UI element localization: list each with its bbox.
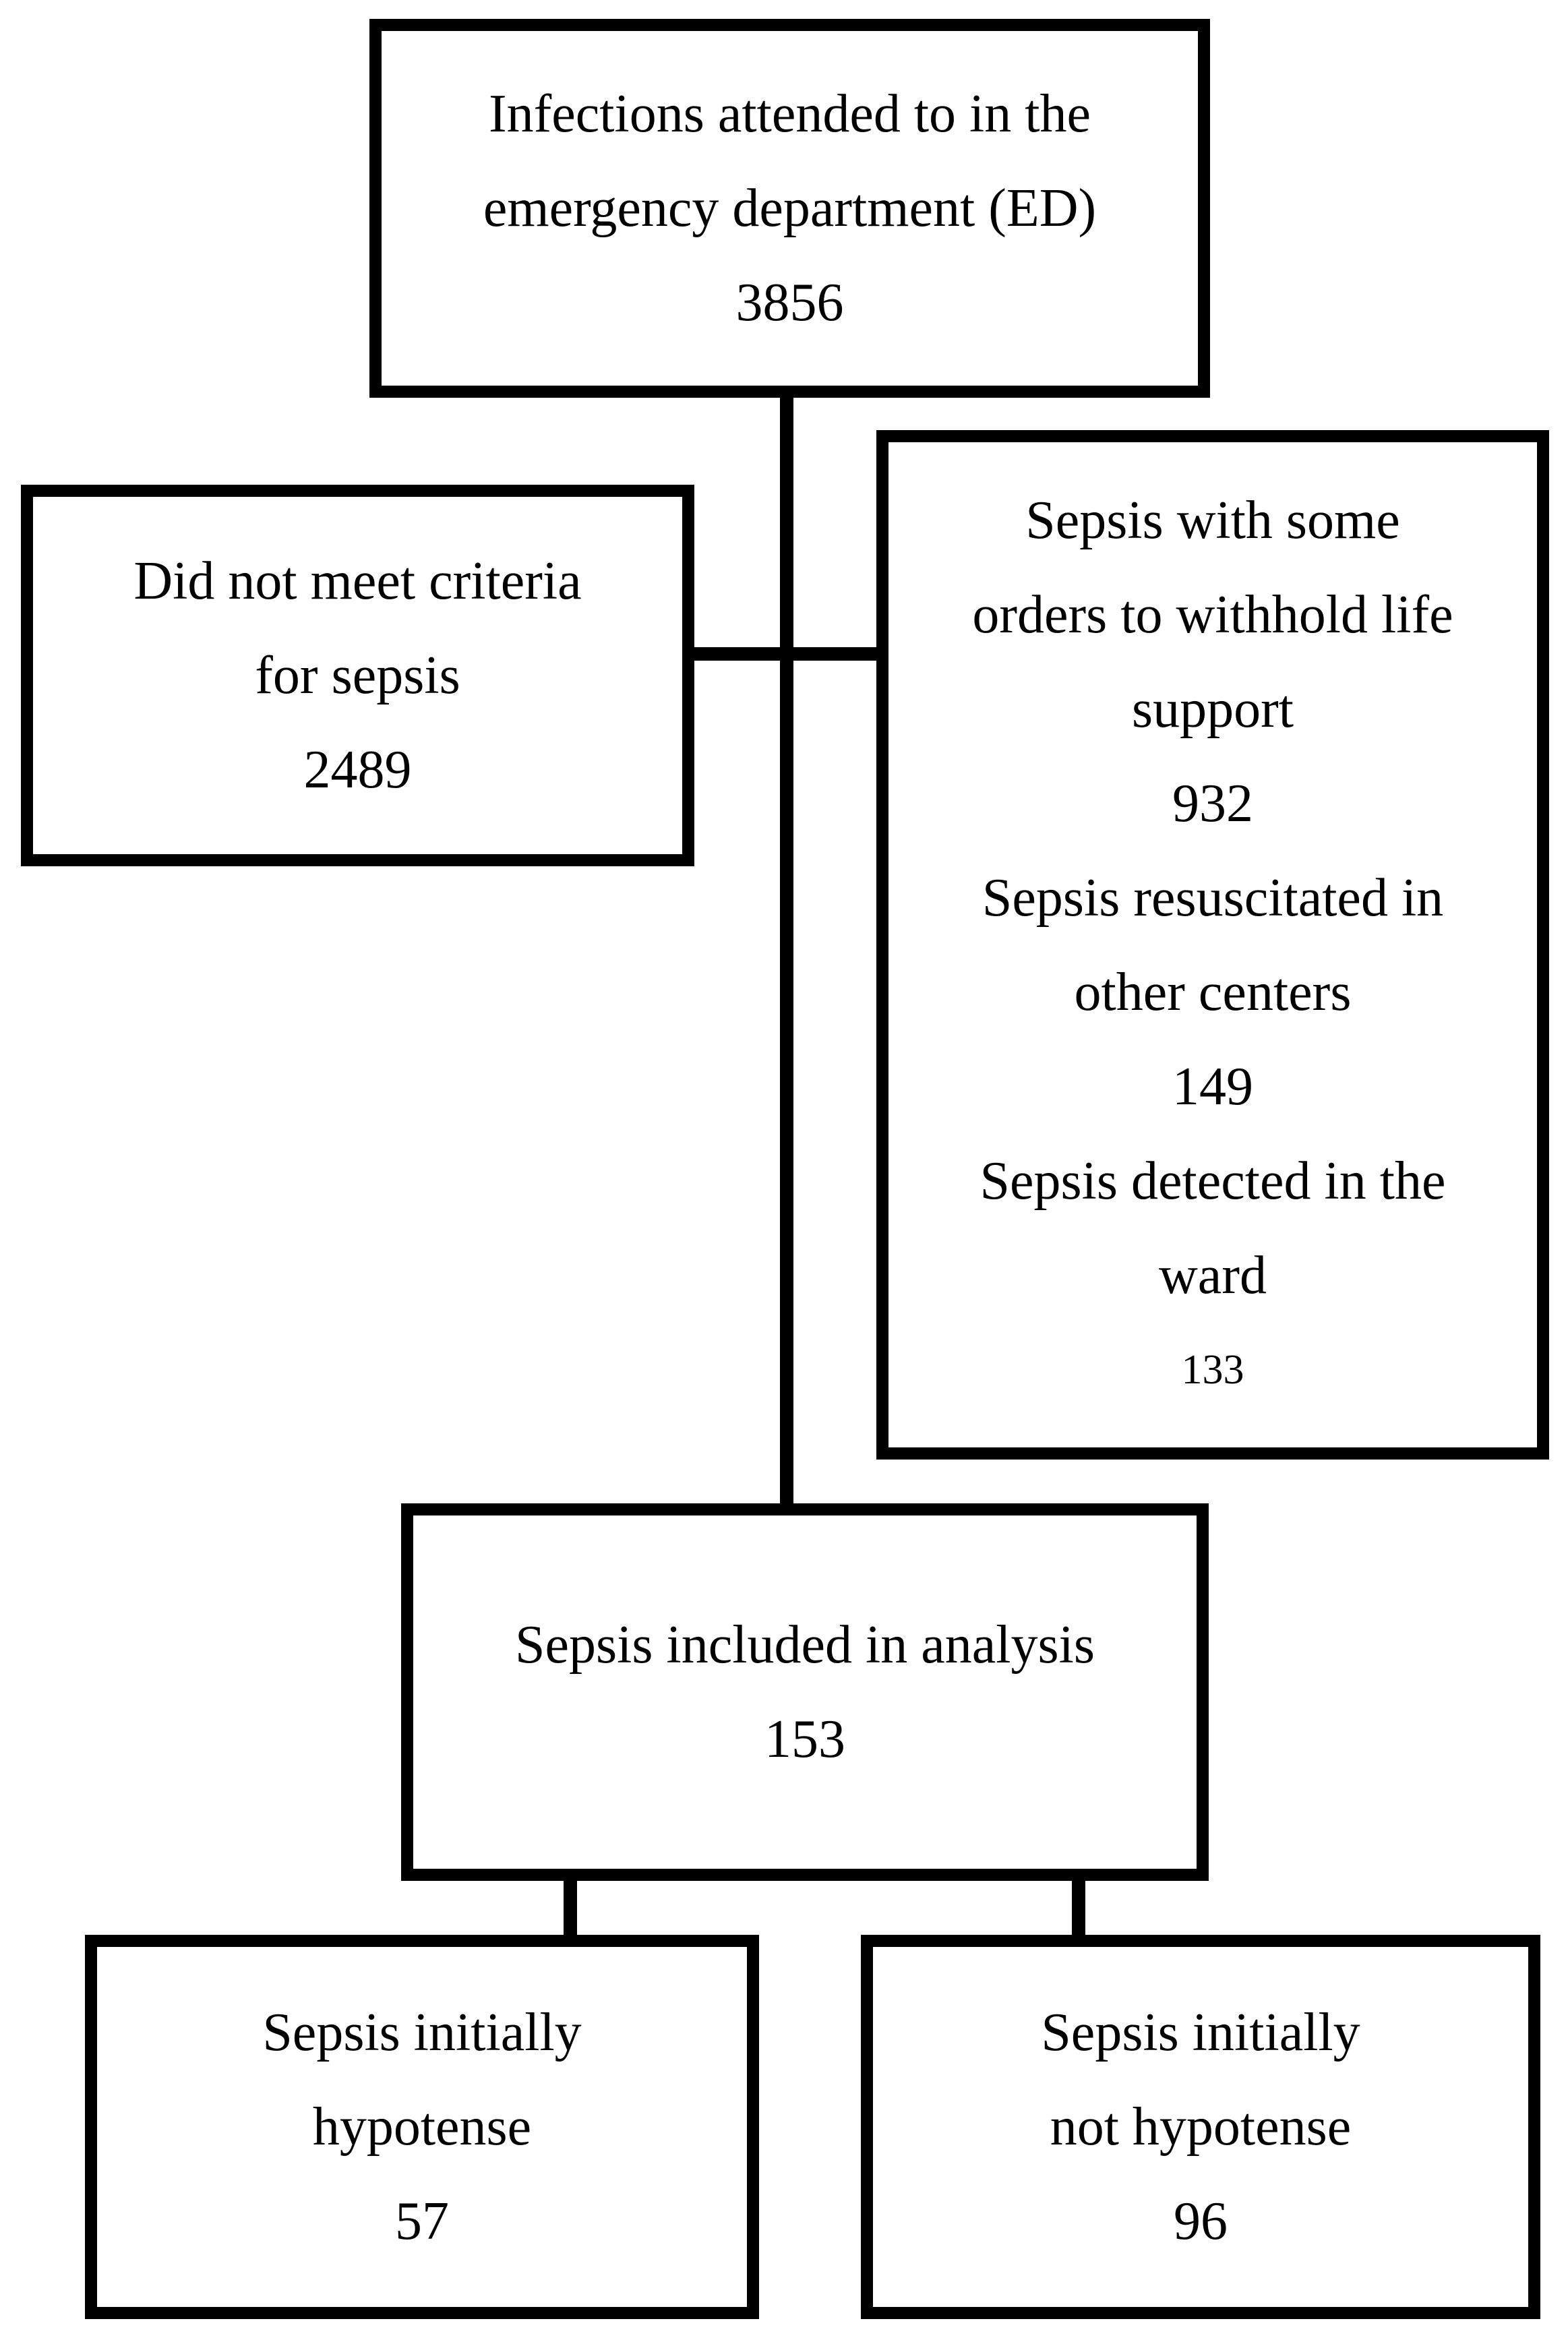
box-exclusions-line: other centers xyxy=(1074,962,1352,1022)
box-initially-hypotense-line: hypotense xyxy=(312,2097,532,2157)
box-exclusions-line: Sepsis with some xyxy=(1025,490,1400,550)
box-exclusions-line: Sepsis detected in the xyxy=(979,1151,1446,1211)
box-exclusions-line: ward xyxy=(1159,1245,1267,1305)
box-not-meet-criteria-line: Did not meet criteria xyxy=(133,551,582,611)
box-initially-not-hypotense-line: not hypotense xyxy=(1050,2097,1352,2157)
box-not-meet-criteria-count: 2489 xyxy=(303,740,412,800)
box-initially-hypotense-count: 57 xyxy=(395,2192,449,2251)
box-not-meet-criteria: Did not meet criteria for sepsis 2489 xyxy=(21,485,694,866)
box-exclusions-line: orders to withhold life xyxy=(972,584,1453,644)
box-included-analysis-line: Sepsis included in analysis xyxy=(515,1615,1095,1675)
box-initially-hypotense: Sepsis initially hypotense 57 xyxy=(85,1935,759,2319)
connector-included-to-hypotense xyxy=(564,1881,577,1935)
box-infections-ed-line: emergency department (ED) xyxy=(483,179,1097,238)
box-exclusions-line: support xyxy=(1132,679,1294,739)
box-not-meet-criteria-line: for sepsis xyxy=(255,646,460,705)
box-included-analysis: Sepsis included in analysis 153 xyxy=(401,1503,1209,1881)
connector-included-to-not-hypotense xyxy=(1072,1881,1085,1935)
box-initially-hypotense-line: Sepsis initially xyxy=(262,2003,582,2062)
box-exclusions: Sepsis with some orders to withhold life… xyxy=(876,430,1549,1460)
box-exclusions-line: Sepsis resuscitated in xyxy=(982,868,1444,928)
box-infections-ed: Infections attended to in the emergency … xyxy=(369,19,1210,398)
box-initially-not-hypotense: Sepsis initially not hypotense 96 xyxy=(861,1935,1540,2319)
box-exclusions-count: 932 xyxy=(1172,773,1253,833)
box-infections-ed-line: Infections attended to in the xyxy=(488,84,1091,144)
connector-top-to-included xyxy=(780,398,793,1503)
box-infections-ed-count: 3856 xyxy=(735,273,844,332)
box-exclusions-count: 149 xyxy=(1172,1056,1253,1116)
box-initially-not-hypotense-count: 96 xyxy=(1174,2192,1228,2251)
box-initially-not-hypotense-line: Sepsis initially xyxy=(1041,2003,1360,2062)
connector-excluded-branches xyxy=(694,647,876,661)
box-exclusions-count: 133 xyxy=(1181,1346,1244,1393)
box-included-analysis-count: 153 xyxy=(764,1710,845,1769)
